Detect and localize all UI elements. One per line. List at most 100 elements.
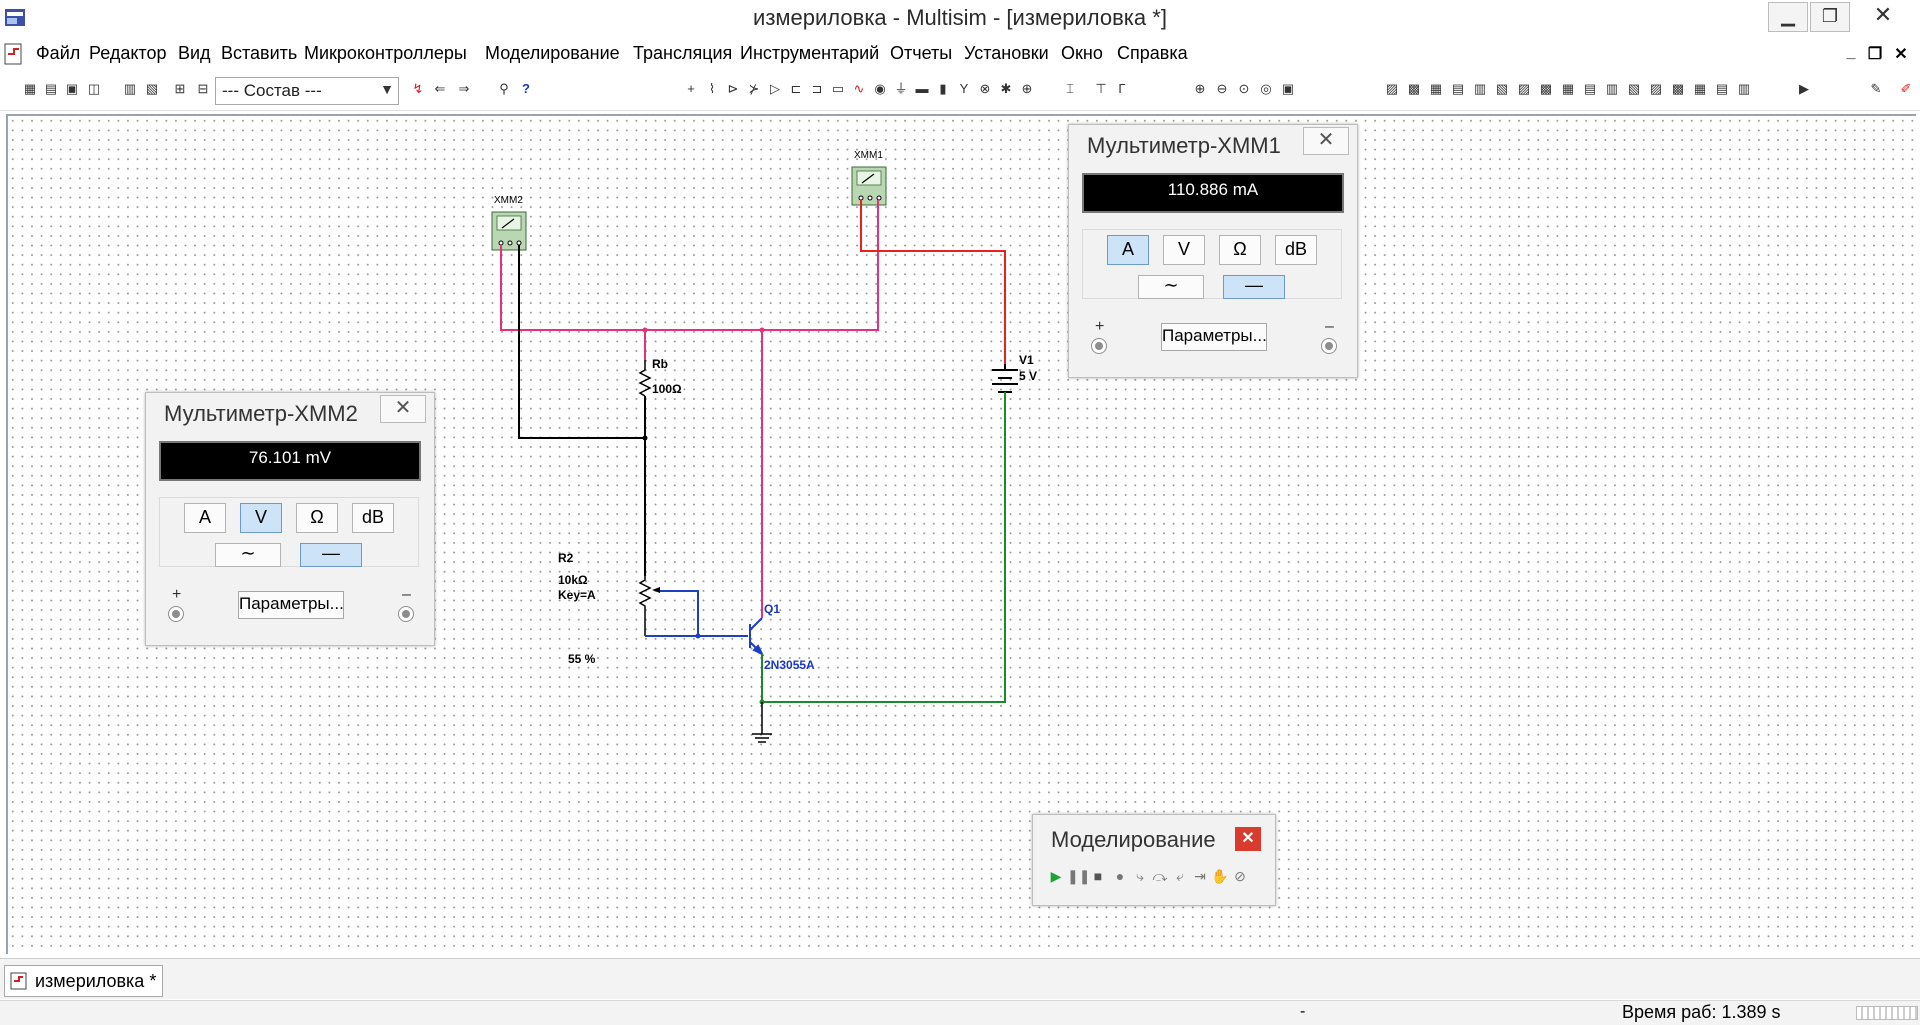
tb-zoom-in-icon[interactable]: ⊕ bbox=[1194, 81, 1206, 96]
tb-erc-icon[interactable]: ↯ bbox=[412, 81, 424, 96]
step-into-button[interactable]: ⤷ bbox=[1131, 867, 1149, 885]
mdi-minimize-button[interactable]: _ bbox=[1840, 44, 1862, 66]
multimeter-xmm1-ac-button[interactable]: ∼ bbox=[1138, 275, 1204, 299]
menu-microcontrollers[interactable]: Микроконтроллеры bbox=[304, 43, 467, 63]
tb-ttl-icon[interactable]: ⊏ bbox=[790, 81, 802, 96]
tb-four-channel-scope-icon[interactable]: ▥ bbox=[1473, 81, 1487, 96]
tb-distortion-analyzer-icon[interactable]: ▧ bbox=[1627, 81, 1641, 96]
tb-labview-icon[interactable]: ▶ bbox=[1799, 81, 1809, 96]
pause-button[interactable]: ❚❚ bbox=[1067, 867, 1090, 885]
tb-spectrum-analyzer-icon[interactable]: ▨ bbox=[1649, 81, 1663, 96]
menu-edit[interactable]: Редактор bbox=[89, 43, 167, 63]
tb-mcu-icon[interactable]: ✱ bbox=[1000, 81, 1012, 96]
close-button[interactable]: ✕ bbox=[1852, 2, 1914, 30]
tb-replace-icon[interactable]: ⊟ bbox=[197, 81, 209, 96]
r2-potentiometer[interactable] bbox=[638, 576, 652, 636]
tb-multimeter-icon[interactable]: ▨ bbox=[1385, 81, 1399, 96]
tb-measurement-probe-icon[interactable]: ✐ bbox=[1900, 81, 1912, 96]
menu-file[interactable]: Файл bbox=[36, 43, 81, 63]
menu-simulation[interactable]: Моделирование bbox=[485, 43, 620, 63]
tb-electromech-icon[interactable]: ⊗ bbox=[979, 81, 991, 96]
menu-view[interactable]: Вид bbox=[178, 43, 211, 63]
menu-help[interactable]: Справка bbox=[1117, 43, 1188, 63]
tb-network-analyzer-icon[interactable]: ▩ bbox=[1671, 81, 1685, 96]
tb-current-probe-icon[interactable]: ▥ bbox=[1737, 81, 1751, 96]
multimeter-xmm1-mode-ampere[interactable]: A bbox=[1107, 235, 1149, 265]
menu-window[interactable]: Окно bbox=[1061, 43, 1103, 63]
minimize-button[interactable]: ▁ bbox=[1768, 2, 1808, 32]
tb-power-icon[interactable]: ⏚ bbox=[894, 81, 908, 96]
multimeter-xmm1-plus-terminal[interactable] bbox=[1091, 338, 1107, 354]
mdi-restore-button[interactable]: ❐ bbox=[1864, 44, 1886, 66]
tb-postprocessor-icon[interactable]: ◫ bbox=[87, 81, 101, 96]
tb-logic-analyzer-icon[interactable]: ▦ bbox=[1561, 81, 1575, 96]
tb-zoom-area-icon[interactable]: ⊙ bbox=[1238, 81, 1250, 96]
tb-tektronix-icon[interactable]: ▤ bbox=[1715, 81, 1729, 96]
tb-database-icon[interactable]: ▥ bbox=[123, 81, 137, 96]
tb-iv-analyzer-icon[interactable]: ▥ bbox=[1605, 81, 1619, 96]
app-icon[interactable] bbox=[4, 6, 26, 28]
black-wires[interactable] bbox=[518, 245, 646, 576]
tb-forward-annotate-icon[interactable]: ⇒ bbox=[458, 81, 470, 96]
tb-components-icon[interactable]: ▧ bbox=[145, 81, 159, 96]
tb-zoom-fit-icon[interactable]: ◎ bbox=[1260, 81, 1272, 96]
xmm1-instrument[interactable] bbox=[851, 166, 887, 206]
pink-wires[interactable] bbox=[500, 200, 879, 612]
tb-hierarchy-icon[interactable]: ⊞ bbox=[174, 81, 186, 96]
multimeter-xmm2-close-button[interactable]: ✕ bbox=[380, 395, 426, 423]
tab-document[interactable]: измериловка * bbox=[4, 965, 164, 997]
red-wire[interactable] bbox=[860, 200, 1006, 364]
component-combo[interactable]: --- Состав --- ▼ bbox=[215, 77, 399, 105]
multimeter-xmm1-minus-terminal[interactable] bbox=[1321, 338, 1337, 354]
document-icon[interactable] bbox=[2, 42, 26, 66]
tb-basic-icon[interactable]: ⌇ bbox=[708, 81, 716, 96]
run-button[interactable]: ▶ bbox=[1047, 867, 1065, 885]
tb-misc-icon[interactable]: ▬ bbox=[915, 81, 929, 96]
multimeter-xmm1-close-button[interactable]: ✕ bbox=[1303, 127, 1349, 155]
tb-probe-icon[interactable]: ✎ bbox=[1870, 81, 1882, 96]
multimeter-xmm1-params-button[interactable]: Параметры... bbox=[1161, 323, 1267, 351]
tb-frequency-counter-icon[interactable]: ▨ bbox=[1517, 81, 1531, 96]
tb-ladder-icon[interactable]: ⊕ bbox=[1021, 81, 1033, 96]
tb-wire-icon[interactable]: Γ bbox=[1118, 81, 1126, 96]
tb-grapher-icon[interactable]: ▣ bbox=[65, 81, 79, 96]
simulation-panel[interactable]: Моделирование ✕ ▶ ❚❚ ■ ● ⤷ ⤼ ⤶ ⇥ ✋ ⊘ bbox=[1032, 814, 1276, 906]
tb-connector-icon[interactable]: ⊤ bbox=[1095, 81, 1107, 96]
ground-symbol[interactable] bbox=[752, 702, 772, 743]
tb-analog-icon[interactable]: ▷ bbox=[770, 81, 780, 96]
menu-insert[interactable]: Вставить bbox=[221, 43, 298, 63]
tb-search-icon[interactable]: ⚲ bbox=[499, 81, 509, 96]
tb-source-icon[interactable]: + bbox=[687, 81, 695, 96]
multimeter-xmm1-dc-button[interactable]: — bbox=[1223, 275, 1285, 299]
tb-bus-icon[interactable]: ⌶ bbox=[1066, 81, 1074, 96]
multimeter-xmm1-mode-volt[interactable]: V bbox=[1163, 235, 1205, 265]
restore-button[interactable]: ❐ bbox=[1810, 2, 1850, 32]
multimeter-xmm2-panel[interactable]: Мультиметр-XMM2 ✕ 76.101 mV A V Ω dB ∼ —… bbox=[145, 392, 435, 646]
tb-word-generator-icon[interactable]: ▩ bbox=[1539, 81, 1553, 96]
v1-battery[interactable] bbox=[992, 364, 1018, 393]
remove-breakpoints-button[interactable]: ⊘ bbox=[1231, 867, 1249, 885]
multimeter-xmm2-ac-button[interactable]: ∼ bbox=[215, 543, 281, 567]
multimeter-xmm2-mode-ohm[interactable]: Ω bbox=[296, 503, 338, 533]
tb-function-generator-icon[interactable]: ▩ bbox=[1407, 81, 1421, 96]
tb-oscilloscope-icon[interactable]: ▤ bbox=[1451, 81, 1465, 96]
multimeter-xmm1-mode-ohm[interactable]: Ω bbox=[1219, 235, 1261, 265]
mdi-close-button[interactable]: ✕ bbox=[1890, 44, 1912, 66]
tb-design-toolbox-icon[interactable]: ▦ bbox=[23, 81, 37, 96]
menu-options[interactable]: Установки bbox=[964, 43, 1049, 63]
step-out-button[interactable]: ⤶ bbox=[1171, 867, 1189, 885]
multimeter-xmm2-minus-terminal[interactable] bbox=[398, 606, 414, 622]
run-to-cursor-button[interactable]: ⇥ bbox=[1191, 867, 1209, 885]
blue-wires[interactable] bbox=[645, 590, 748, 637]
break-button[interactable]: ● bbox=[1111, 867, 1129, 885]
tb-mixed-icon[interactable]: ∿ bbox=[853, 81, 865, 96]
menu-reports[interactable]: Отчеты bbox=[890, 43, 953, 63]
multimeter-xmm1-mode-db[interactable]: dB bbox=[1275, 235, 1317, 265]
tb-cmos-icon[interactable]: ⊐ bbox=[811, 81, 823, 96]
tb-misc-digital-icon[interactable]: ▭ bbox=[831, 81, 845, 96]
multimeter-xmm1-panel[interactable]: Мультиметр-XMM1 ✕ 110.886 mA A V Ω dB ∼ … bbox=[1068, 124, 1358, 378]
menu-transfer[interactable]: Трансляция bbox=[633, 43, 733, 63]
multimeter-xmm2-mode-ampere[interactable]: A bbox=[184, 503, 226, 533]
tb-logic-converter-icon[interactable]: ▤ bbox=[1583, 81, 1597, 96]
tb-spreadsheet-icon[interactable]: ▤ bbox=[44, 81, 58, 96]
